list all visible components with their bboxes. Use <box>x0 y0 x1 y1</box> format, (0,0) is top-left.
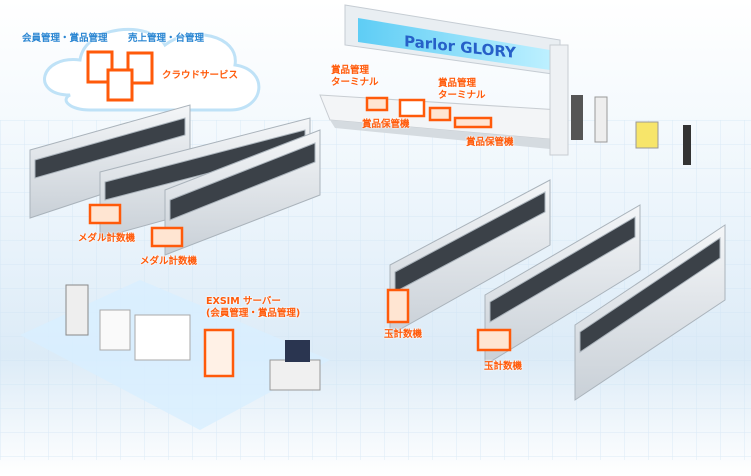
document-icon <box>106 68 134 102</box>
storage-label-1: 賞品保管機 <box>362 119 410 130</box>
poster-stand <box>635 121 659 149</box>
terminal-stand <box>683 125 691 165</box>
machine <box>285 340 310 362</box>
terminal-icon <box>428 106 452 122</box>
storage-label-2: 賞品保管機 <box>466 137 514 148</box>
ball-counter-icon <box>476 328 512 352</box>
server-label: EXSIM サーバー(会員管理・賞品管理) <box>206 296 301 319</box>
terminal-icon <box>365 96 389 112</box>
cloud-label-members-prizes: 会員管理・賞品管理 <box>22 33 108 44</box>
table <box>269 359 321 391</box>
storage-icon <box>398 98 426 118</box>
rack <box>65 284 89 336</box>
cloud-icon <box>43 27 261 112</box>
terminal-label-1: 賞品管理ターミナル <box>331 65 379 88</box>
kiosk <box>571 95 583 140</box>
storage-icon <box>453 116 493 129</box>
desk <box>134 314 191 361</box>
cloud-label-sales-machines: 売上管理・台管理 <box>128 33 205 44</box>
cloud-service-label: クラウドサービス <box>162 70 239 81</box>
medal-counter-label-1: メダル計数機 <box>78 233 136 244</box>
machine-rows <box>29 104 726 401</box>
kiosk <box>594 96 608 143</box>
medal-counter-icon <box>88 203 122 225</box>
ball-counter-label-2: 玉計数機 <box>484 361 523 372</box>
ball-counter-label-1: 玉計数機 <box>384 329 423 340</box>
printer <box>99 309 131 351</box>
terminal-label-2: 賞品管理ターミナル <box>438 78 486 101</box>
medal-counter-label-2: メダル計数機 <box>140 256 198 267</box>
server-icon <box>203 328 235 378</box>
document-icon <box>126 51 154 85</box>
medal-counter-icon <box>150 226 184 248</box>
ball-counter-icon <box>386 288 410 324</box>
